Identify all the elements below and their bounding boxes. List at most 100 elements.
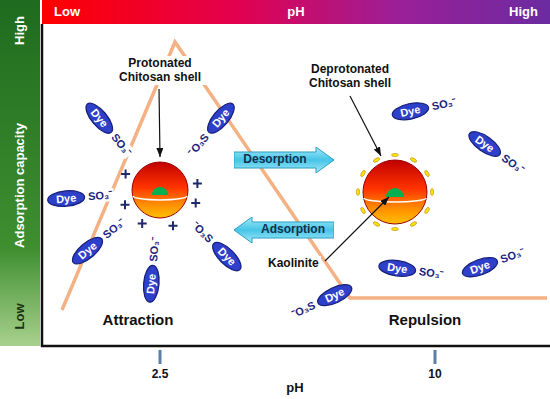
block-arrow-body — [234, 217, 334, 243]
interaction-label: Repulsion — [387, 311, 464, 329]
negative-charge — [356, 153, 433, 230]
negative-charge — [424, 207, 430, 214]
tick-label: 10 — [426, 367, 443, 381]
dye-molecule: DyeSO₃⁻ — [465, 126, 530, 178]
tick-label: 2.5 — [150, 367, 171, 381]
scale-label: Low — [54, 5, 80, 20]
dye-ellipse-shape — [82, 99, 118, 137]
chitosan-sphere — [132, 162, 188, 218]
sulfonate-group: SO₃⁻ — [147, 235, 162, 263]
x-axis-line — [41, 345, 550, 348]
dye-ellipse: Dye — [68, 232, 108, 269]
dye-ellipse: Dye — [207, 237, 246, 276]
capacity-scale-bar: HighAdsorption capacityLow — [0, 0, 40, 346]
dye-ellipse-shape — [69, 233, 107, 269]
dye-label: Dye — [202, 98, 239, 138]
core-label: Kaolinite — [266, 256, 321, 270]
dye-label: Dye — [207, 237, 246, 276]
dye-molecule: Dye⁻O₃S — [288, 279, 356, 322]
dye-molecule: DyeSO₃⁻ — [81, 98, 137, 160]
scale-label: Adsorption capacity — [13, 123, 28, 248]
dye-molecule: DyeSO₃⁻ — [68, 213, 130, 269]
leader-line — [350, 96, 381, 156]
dye-ellipse: Dye — [460, 253, 502, 282]
dye-ellipse-shape — [466, 127, 505, 161]
dye-label: Dye — [378, 257, 418, 279]
scale-label: High — [509, 5, 538, 20]
interaction-label: Attraction — [101, 311, 176, 329]
dye-molecule: DyeSO₃⁻ — [142, 235, 164, 303]
dye-ellipse-shape — [378, 258, 417, 278]
dye-label: Dye — [314, 279, 356, 310]
sulfonate-group: SO₃⁻ — [87, 188, 115, 203]
sulfonate-group: SO₃⁻ — [100, 215, 129, 242]
dye-label: Dye — [465, 126, 506, 162]
shell-label: Protonated Chitosan shell — [110, 56, 210, 85]
sulfonate-group: SO₃⁻ — [108, 130, 135, 159]
desorption-arrow: Desorption — [234, 147, 334, 173]
axis-title: pH — [284, 380, 305, 396]
adsorption-arrow: Adsorption — [234, 217, 334, 243]
sulfonate-group: SO₃⁻ — [430, 95, 459, 113]
dye-ellipse: Dye — [465, 126, 506, 162]
dye-ellipse-shape — [315, 280, 355, 310]
sulfonate-group: SO₃⁻ — [499, 151, 528, 177]
axis-tick — [159, 350, 162, 364]
negative-charge — [392, 227, 399, 230]
dye-molecule: DyeSO₃⁻ — [47, 186, 115, 208]
scale-label: pH — [287, 5, 304, 20]
dye-ellipse: Dye — [47, 188, 86, 208]
dye-label: Dye — [142, 264, 162, 303]
dye-ellipse: Dye — [314, 279, 356, 310]
dye-ellipse: Dye — [390, 99, 431, 123]
dye-label: Dye — [68, 232, 108, 269]
capacity-curve — [62, 42, 547, 310]
negative-charge — [360, 207, 366, 214]
axis-tick — [434, 350, 437, 364]
negative-charge — [430, 189, 433, 196]
shell-label: Deprotonated Chitosan shell — [298, 62, 402, 91]
sphere-equator — [133, 196, 187, 200]
sulfonate-group: ⁻O₃S — [289, 298, 319, 321]
dye-ellipse: Dye — [142, 264, 162, 303]
scale-label: High — [13, 16, 28, 45]
sulfonate-group: SO₃⁻ — [418, 265, 446, 281]
dye-ellipse-shape — [208, 238, 245, 275]
kaolinite-core — [152, 187, 168, 195]
sphere-equator — [364, 198, 426, 202]
sulfonate-group: ⁻O₃S — [188, 218, 216, 246]
dye-molecule: DyeSO₃⁻ — [378, 257, 447, 283]
dye-ellipse-shape — [142, 265, 161, 303]
negative-charge — [424, 170, 430, 177]
negative-charge — [356, 189, 359, 196]
y-axis-line — [41, 24, 44, 347]
process-label: Desorption — [243, 153, 306, 167]
positive-charge — [121, 169, 202, 230]
dye-molecule: Dye⁻O₃S — [187, 217, 246, 276]
leader-line — [325, 197, 389, 261]
negative-charge — [373, 157, 380, 163]
dye-molecule: DyeSO₃⁻ — [460, 243, 529, 282]
dye-ellipse: Dye — [202, 98, 239, 138]
dye-ellipse: Dye — [81, 98, 118, 138]
negative-charge — [373, 221, 380, 227]
dye-ellipse: Dye — [378, 257, 418, 279]
dye-molecule: DyeSO₃⁻ — [390, 93, 459, 123]
negative-charge — [410, 221, 417, 227]
scale-label: Low — [13, 303, 28, 329]
dye-label: Dye — [81, 98, 118, 138]
dye-label: Dye — [47, 188, 86, 208]
dye-label: Dye — [460, 253, 502, 282]
negative-charge — [360, 170, 366, 177]
sulfonate-group: SO₃⁻ — [498, 245, 528, 266]
process-label: Adsorption — [261, 223, 325, 237]
dye-ellipse-shape — [391, 100, 430, 123]
sulfonate-group: ⁻O₃S — [185, 130, 212, 159]
dye-ellipse-shape — [203, 99, 239, 137]
ph-scale-bar: Low pH High — [42, 0, 550, 24]
dye-label: Dye — [390, 99, 431, 123]
block-arrow-body — [234, 147, 334, 173]
negative-charge — [392, 153, 399, 156]
chitosan-sphere — [363, 160, 427, 224]
negative-charge — [410, 157, 417, 163]
